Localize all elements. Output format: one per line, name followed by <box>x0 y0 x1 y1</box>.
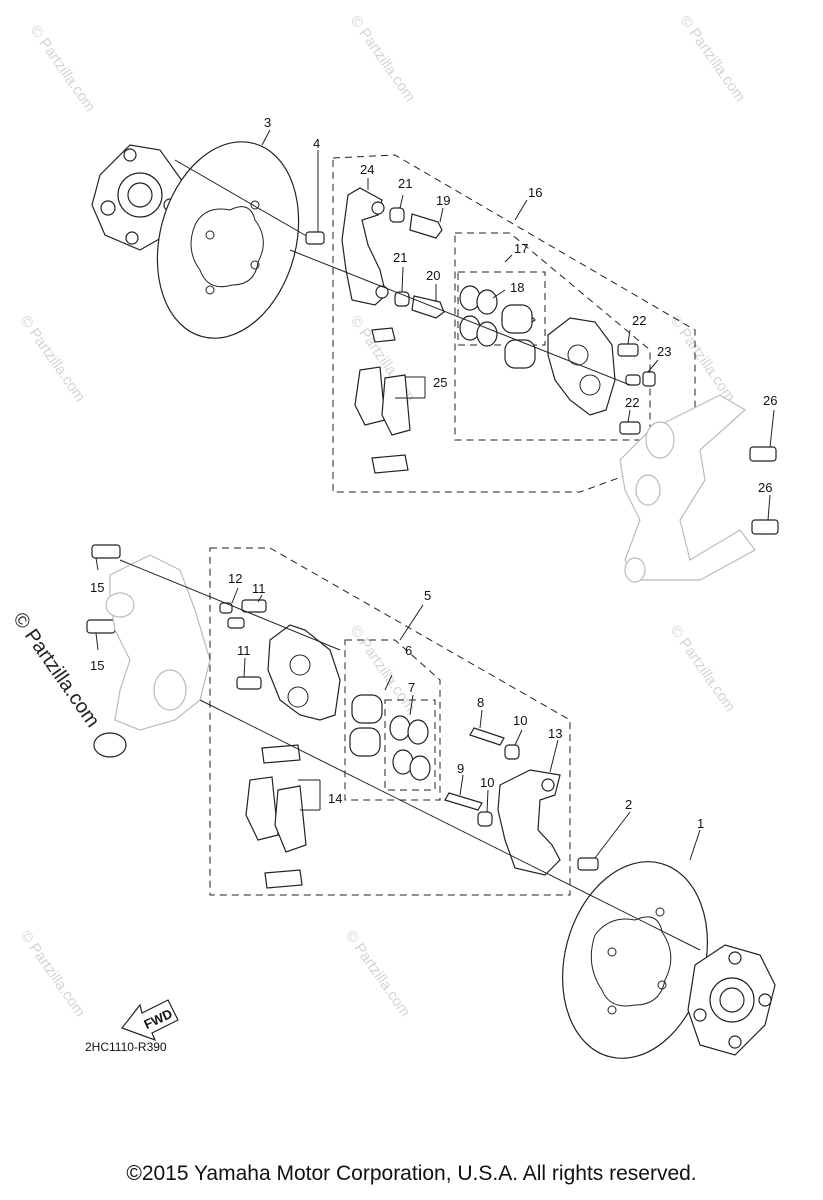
fwd-arrow-icon: FWD <box>121 999 179 1042</box>
lower-caliper-bracket <box>497 769 561 876</box>
callout-17: 17 <box>514 241 528 256</box>
watermark-text: © Partzilla.com <box>17 313 89 406</box>
callout-10: 10 <box>480 775 494 790</box>
callout-11: 11 <box>237 643 251 658</box>
lower-pistons <box>349 694 383 757</box>
watermark-text: © Partzilla.com <box>667 313 739 406</box>
lower-pins <box>444 727 520 827</box>
watermark-text: © Partzilla.com <box>17 928 89 1021</box>
callout-15: 15 <box>90 580 104 595</box>
leader-line <box>174 159 311 239</box>
callout-20: 20 <box>426 268 440 283</box>
lower-knuckle <box>93 554 211 758</box>
lower-hub <box>687 944 776 1056</box>
callout-4: 4 <box>313 136 320 151</box>
watermark-text: © Partzilla.com <box>342 928 414 1021</box>
upper-leaders <box>261 129 775 521</box>
callout-2: 2 <box>625 797 632 812</box>
lower-brake-pads <box>245 744 307 889</box>
caliper-box-6 <box>344 639 441 801</box>
upper-seals <box>459 285 498 347</box>
callout-24: 24 <box>360 162 374 177</box>
seal-box-7 <box>384 699 436 791</box>
callout-26: 26 <box>763 393 777 408</box>
lower-caliper-bolts <box>219 599 267 690</box>
upper-caliper-body <box>547 317 616 416</box>
callout-labels: 3 4 24 21 19 16 17 21 20 18 22 23 25 22 … <box>90 115 777 831</box>
callout-18: 18 <box>510 280 524 295</box>
lower-seals <box>389 715 431 781</box>
callout-22: 22 <box>632 313 646 328</box>
caliper-box-17 <box>454 232 651 441</box>
callout-6: 6 <box>405 643 412 658</box>
watermark-text: © Partzilla.com <box>27 23 99 116</box>
callout-21: 21 <box>398 176 412 191</box>
callout-22: 22 <box>625 395 639 410</box>
callout-12: 12 <box>228 571 242 586</box>
copyright-notice: ©2015 Yamaha Motor Corporation, U.S.A. A… <box>126 1162 697 1185</box>
callout-15: 15 <box>90 658 104 673</box>
upper-pistons <box>501 304 536 369</box>
callout-26: 26 <box>758 480 772 495</box>
lower-leaders <box>95 557 701 951</box>
upper-caliper-bracket <box>341 187 389 306</box>
upper-disc-bolt <box>305 231 325 245</box>
upper-brake-pads <box>354 327 411 474</box>
seal-box-18 <box>457 271 546 346</box>
callout-3: 3 <box>264 115 271 130</box>
lower-knuckle-bolts <box>86 544 121 634</box>
upper-knuckle-bolts <box>749 446 779 535</box>
callout-9: 9 <box>457 761 464 776</box>
callout-25: 25 <box>433 375 447 390</box>
callout-8: 8 <box>477 695 484 710</box>
callout-16: 16 <box>528 185 542 200</box>
upper-brake-disc <box>156 141 300 339</box>
callout-13: 13 <box>548 726 562 741</box>
caliper-assembly-box-5 <box>209 547 571 896</box>
upper-caliper-bolts <box>617 343 656 435</box>
watermark-text: © Partzilla.com <box>667 623 739 716</box>
callout-1: 1 <box>697 816 704 831</box>
lower-caliper-body <box>267 624 341 721</box>
callout-21: 21 <box>393 250 407 265</box>
watermark-text: © Partzilla.com <box>347 13 419 106</box>
watermark-text: © Partzilla.com <box>677 13 749 106</box>
callout-14: 14 <box>328 791 342 806</box>
callout-23: 23 <box>657 344 671 359</box>
callout-7: 7 <box>408 680 415 695</box>
callout-11: 11 <box>252 581 266 596</box>
upper-knuckle <box>619 394 756 583</box>
diagram-code: 2HC1110-R390 <box>85 1040 167 1054</box>
callout-10: 10 <box>513 713 527 728</box>
callout-5: 5 <box>424 588 431 603</box>
callout-19: 19 <box>436 193 450 208</box>
lower-disc-bolt <box>577 857 599 871</box>
